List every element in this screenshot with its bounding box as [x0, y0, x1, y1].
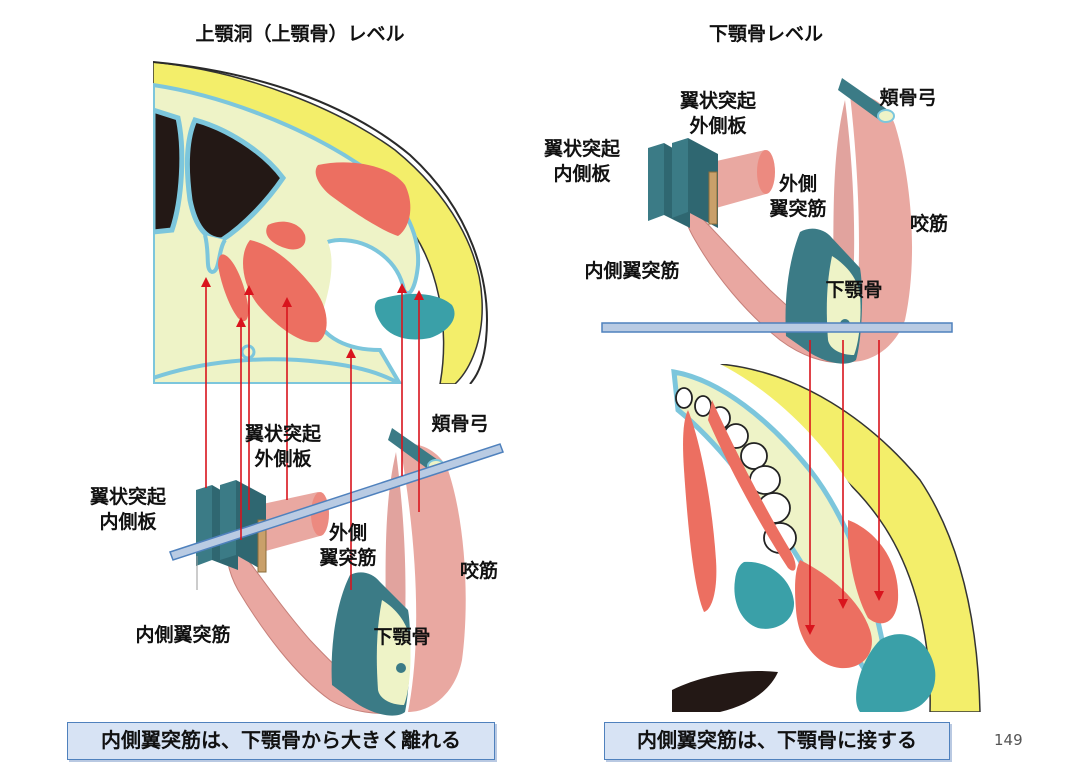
left-caption: 内側翼突筋は、下顎骨から大きく離れる: [67, 722, 495, 760]
right-label-medial-pterygoid: 内側翼突筋: [584, 260, 680, 282]
tooth: [675, 387, 693, 409]
left-upper-small-muscle: [266, 221, 306, 250]
left-lateral-pterygoid-section: [243, 240, 327, 343]
right-submandibular-teal: [734, 561, 795, 629]
left-mandible-light: [376, 600, 411, 705]
right-parotid-teal: [856, 634, 936, 712]
right-zygomatic-end: [877, 109, 895, 123]
right-zygomatic-arch: [838, 78, 891, 123]
left-medial-plate: [196, 485, 212, 566]
left-coronoid-teal: [374, 293, 455, 340]
left-skin-line: [153, 61, 488, 384]
right-projection-arrows: [805, 340, 884, 635]
left-lateral-plate-light: [257, 519, 267, 573]
right-axial-section: [668, 364, 981, 712]
left-medial-pterygoid-muscle: [225, 533, 402, 714]
right-masseter-muscle: [850, 94, 913, 362]
right-masseter-section: [848, 520, 899, 624]
right-lateral-plate-light: [708, 171, 718, 225]
tooth: [694, 395, 712, 417]
left-label-medial-plate: 翼状突起 内側板: [89, 486, 166, 533]
left-projection-arrows: [201, 277, 424, 590]
left-maxillary-sinus: [184, 117, 287, 243]
left-label-lateral-pterygoid: 外側 翼突筋: [319, 522, 377, 569]
left-label-mandible: 下顎骨: [373, 626, 431, 648]
right-label-lateral-pterygoid: 外側 翼突筋: [769, 173, 827, 220]
right-mylohyoid: [708, 400, 796, 571]
left-label-medial-pterygoid: 内側翼突筋: [135, 624, 231, 646]
right-label-zygomatic-arch: 頬骨弓: [879, 87, 937, 109]
right-label-mandible: 下顎骨: [825, 279, 883, 301]
right-medial-plate: [648, 143, 664, 221]
left-pterygoid-process: [203, 234, 227, 275]
left-panel-title: 上顎洞（上顎骨）レベル: [195, 23, 405, 45]
right-airway: [672, 670, 778, 712]
right-caption: 内側翼突筋は、下顎骨に接する: [604, 722, 950, 760]
left-label-masseter: 咬筋: [459, 560, 498, 582]
right-tongue-muscle: [683, 410, 717, 612]
left-nasal-cavity: [153, 107, 185, 235]
right-label-medial-plate: 翼状突起 内側板: [543, 138, 620, 185]
right-lateral-plate: [672, 138, 688, 218]
right-3d-model: [601, 78, 953, 364]
left-lower-outline: [153, 357, 402, 384]
left-3d-model: [169, 428, 504, 716]
right-medial-pterygoid-section: [795, 560, 872, 669]
tooth: [740, 442, 768, 470]
left-lateral-plate: [220, 480, 236, 560]
left-mandibular-canal: [396, 663, 406, 673]
left-label-lateral-plate: 翼状突起 外側板: [244, 423, 321, 470]
right-cut-plane: [601, 322, 953, 333]
left-masseter-muscle: [400, 443, 466, 712]
left-label-zygomatic-arch: 頬骨弓: [431, 413, 489, 435]
left-temporalis: [315, 162, 411, 236]
left-medial-pterygoid-section: [218, 254, 249, 322]
left-axial-section: [153, 61, 488, 384]
right-panel-title: 下顎骨レベル: [708, 23, 823, 45]
right-label-masseter: 咬筋: [909, 213, 948, 235]
right-lateral-pterygoid-end: [757, 150, 775, 194]
right-label-lateral-plate: 翼状突起 外側板: [679, 90, 756, 137]
page-number: 149: [994, 731, 1023, 749]
left-small-circle: [240, 344, 256, 360]
